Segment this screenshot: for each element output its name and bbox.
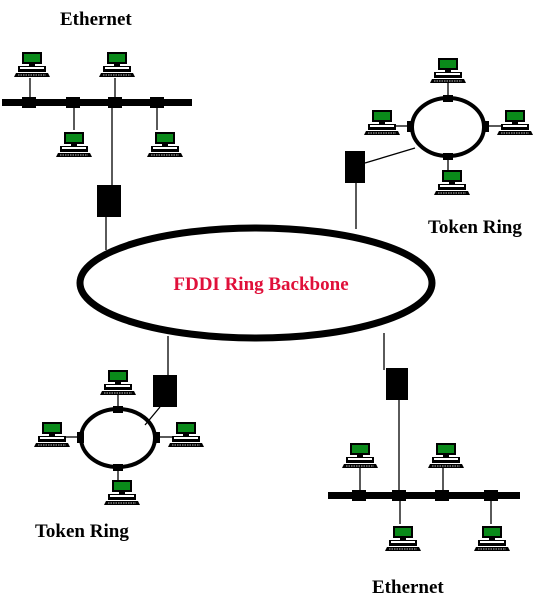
workstation-icon bbox=[33, 421, 71, 448]
workstation-icon bbox=[55, 131, 93, 158]
workstation-icon bbox=[363, 109, 401, 136]
workstation-icon bbox=[341, 442, 379, 469]
workstation-icon bbox=[99, 369, 137, 396]
workstation-icon bbox=[496, 109, 534, 136]
workstation-icon bbox=[473, 525, 511, 552]
bridge-device-icon bbox=[386, 368, 408, 400]
ethernet-top-segment bbox=[2, 51, 192, 250]
token-ring-right-segment bbox=[345, 57, 534, 229]
workstation-icon bbox=[167, 421, 205, 448]
token-ring-left-label: Token Ring bbox=[35, 521, 129, 542]
workstation-icon bbox=[427, 442, 465, 469]
ethernet-bottom-bus bbox=[328, 492, 520, 499]
workstation-icon bbox=[384, 525, 422, 552]
workstation-icon bbox=[433, 169, 471, 196]
workstation-icon bbox=[429, 57, 467, 84]
fddi-backbone-ring bbox=[76, 224, 436, 342]
backbone-label: FDDI Ring Backbone bbox=[173, 274, 348, 295]
token-ring-left-ring bbox=[79, 407, 157, 469]
bridge-device-icon bbox=[97, 185, 121, 217]
token-ring-left-segment bbox=[33, 336, 205, 506]
ethernet-bottom-label: Ethernet bbox=[372, 577, 444, 598]
workstation-icon bbox=[13, 51, 51, 78]
ethernet-bottom-segment bbox=[328, 333, 520, 552]
workstation-icon bbox=[98, 51, 136, 78]
ethernet-top-bus bbox=[2, 99, 192, 106]
workstation-icon bbox=[146, 131, 184, 158]
ethernet-top-label: Ethernet bbox=[60, 9, 132, 30]
bridge-device-icon bbox=[345, 151, 365, 183]
token-ring-right-label: Token Ring bbox=[428, 217, 522, 238]
token-ring-right-ring bbox=[410, 96, 486, 158]
workstation-icon bbox=[103, 479, 141, 506]
bridge-device-icon bbox=[153, 375, 177, 407]
